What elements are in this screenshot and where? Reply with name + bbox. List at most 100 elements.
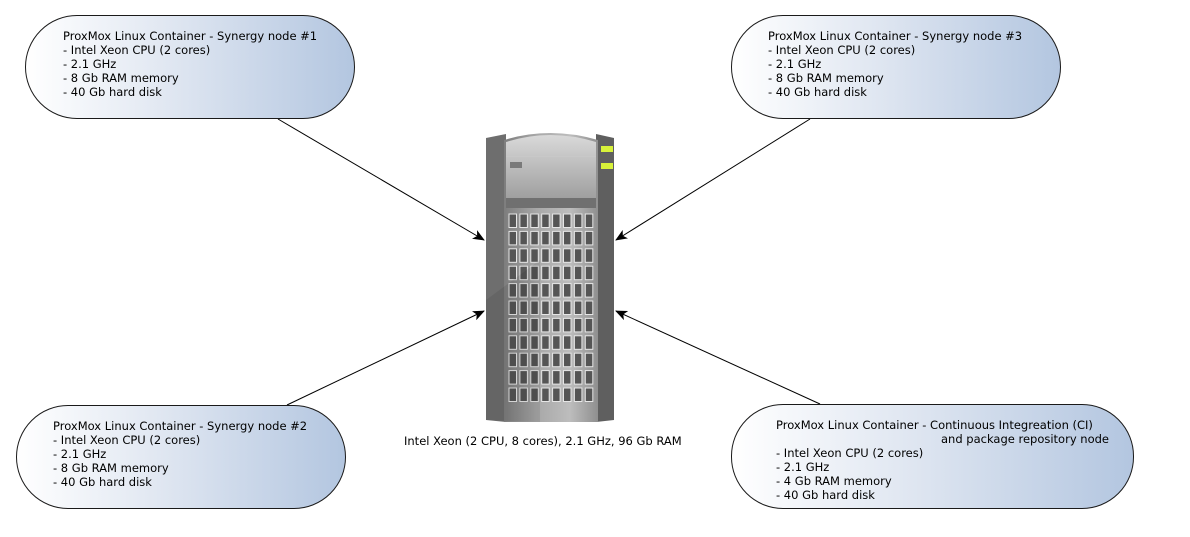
connector-node3-to-server — [615, 118, 811, 241]
node-spec-clock: - 2.1 GHz — [63, 57, 117, 71]
vent-slot — [508, 213, 517, 228]
container-node-synergy-2: ProxMox Linux Container - Synergy node #… — [16, 405, 346, 509]
vent-slot — [530, 283, 539, 298]
vent-slot — [530, 248, 539, 263]
vent-slot — [552, 317, 561, 333]
node-title-continued: and package repository node — [940, 432, 1109, 446]
vent-slot — [552, 283, 561, 298]
container-node-ci-repository: ProxMox Linux Container - Continuous Int… — [731, 404, 1134, 509]
vent-slot — [530, 370, 539, 385]
vent-slot — [573, 387, 583, 402]
vent-slot — [573, 335, 583, 350]
vent-slot — [563, 370, 572, 385]
vent-slot — [508, 300, 517, 315]
vent-slot — [584, 300, 594, 315]
vent-slot — [584, 213, 594, 228]
vent-slot — [519, 352, 528, 368]
node-spec-clock: - 2.1 GHz — [776, 460, 830, 474]
node-spec-ram: - 8 Gb RAM memory — [768, 71, 884, 85]
vent-slot — [573, 265, 583, 281]
vent-slot — [563, 352, 572, 368]
vent-slot — [584, 387, 594, 402]
connector-node4-to-server — [615, 310, 821, 405]
vent-slot — [552, 230, 561, 246]
vent-slot — [508, 230, 517, 246]
vent-slot — [573, 370, 583, 385]
vent-slot — [552, 213, 561, 228]
vent-slot — [508, 283, 517, 298]
node-spec-ram: - 4 Gb RAM memory — [776, 474, 892, 488]
vent-slot — [508, 370, 517, 385]
node-spec-cpu: - Intel Xeon CPU (2 cores) — [63, 43, 211, 57]
vent-slot — [508, 248, 517, 263]
server-led-1 — [601, 146, 613, 152]
server-tower-icon — [486, 133, 614, 422]
vent-slot — [508, 317, 517, 333]
node-spec-cpu: - Intel Xeon CPU (2 cores) — [53, 433, 201, 447]
node-title: ProxMox Linux Container - Synergy node #… — [768, 29, 1023, 43]
vent-slot — [541, 352, 550, 368]
vent-slot — [519, 283, 528, 298]
vent-slot — [530, 335, 539, 350]
server-vent-grille — [508, 213, 594, 402]
vent-slot — [584, 370, 594, 385]
vent-slot — [519, 230, 528, 246]
node-spec-disk: - 40 Gb hard disk — [768, 85, 867, 99]
server-led-2 — [601, 163, 613, 169]
vent-slot — [541, 230, 550, 246]
vent-slot — [563, 317, 572, 333]
node-title: ProxMox Linux Container - Synergy node #… — [63, 29, 318, 43]
vent-slot — [541, 370, 550, 385]
vent-slot — [541, 265, 550, 281]
vent-slot — [519, 265, 528, 281]
node-spec-clock: - 2.1 GHz — [53, 447, 107, 461]
vent-slot — [541, 213, 550, 228]
vent-slot — [519, 387, 528, 402]
vent-slot — [573, 300, 583, 315]
node-spec-cpu: - Intel Xeon CPU (2 cores) — [768, 43, 916, 57]
vent-slot — [519, 248, 528, 263]
vent-slot — [584, 335, 594, 350]
vent-slot — [584, 352, 594, 368]
vent-slot — [541, 317, 550, 333]
vent-slot — [573, 283, 583, 298]
vent-slot — [563, 335, 572, 350]
vent-slot — [573, 213, 583, 228]
vent-slot — [530, 387, 539, 402]
vent-slot — [573, 248, 583, 263]
vent-slot — [530, 317, 539, 333]
vent-slot — [563, 300, 572, 315]
vent-slot — [508, 265, 517, 281]
vent-slot — [519, 300, 528, 315]
vent-slot — [519, 317, 528, 333]
node-spec-disk: - 40 Gb hard disk — [63, 85, 162, 99]
vent-slot — [573, 230, 583, 246]
container-node-synergy-3: ProxMox Linux Container - Synergy node #… — [731, 15, 1061, 119]
node-spec-disk: - 40 Gb hard disk — [776, 488, 875, 502]
vent-slot — [552, 387, 561, 402]
container-node-synergy-1: ProxMox Linux Container - Synergy node #… — [25, 15, 355, 119]
vent-slot — [552, 335, 561, 350]
vent-slot — [573, 352, 583, 368]
vent-slot — [541, 248, 550, 263]
vent-slot — [563, 213, 572, 228]
vent-slot — [563, 387, 572, 402]
vent-slot — [552, 265, 561, 281]
vent-slot — [573, 317, 583, 333]
vent-slot — [552, 300, 561, 315]
node-spec-ram: - 8 Gb RAM memory — [63, 71, 179, 85]
vent-slot — [541, 335, 550, 350]
vent-slot — [541, 387, 550, 402]
connector-node2-to-server — [286, 310, 485, 406]
node-spec-clock: - 2.1 GHz — [768, 57, 822, 71]
vent-slot — [508, 335, 517, 350]
vent-slot — [584, 248, 594, 263]
vent-slot — [552, 352, 561, 368]
vent-slot — [584, 283, 594, 298]
vent-slot — [541, 300, 550, 315]
connector-node1-to-server — [277, 118, 485, 241]
node-title: ProxMox Linux Container - Synergy node #… — [53, 419, 308, 433]
node-title: ProxMox Linux Container - Continuous Int… — [776, 418, 1093, 432]
vent-slot — [552, 248, 561, 263]
vent-slot — [541, 283, 550, 298]
